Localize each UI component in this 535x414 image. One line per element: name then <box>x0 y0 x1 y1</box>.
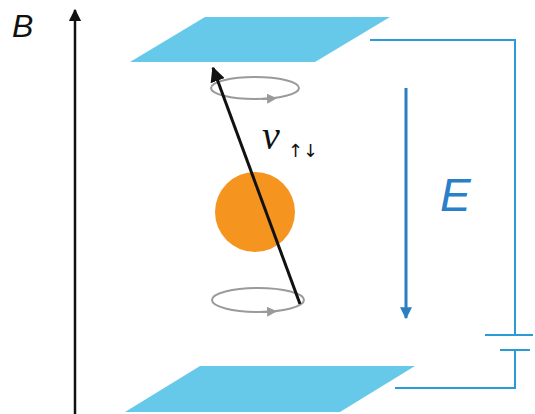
wire <box>395 350 515 388</box>
e-field-arrow <box>405 88 408 318</box>
bottom-plate <box>125 366 415 412</box>
b-axis <box>74 10 77 414</box>
field-label: B <box>12 8 33 45</box>
spin-subscript: ↑↓ <box>288 140 318 161</box>
field-label: E <box>440 168 471 222</box>
wire <box>370 40 515 335</box>
frequency-symbol: ν <box>262 112 280 159</box>
precession-arrow <box>262 98 272 101</box>
precession-arrow <box>262 311 272 314</box>
battery-long-plate <box>485 334 533 336</box>
precession-ellipse <box>212 288 304 312</box>
battery-short-plate <box>500 349 530 351</box>
top-plate <box>130 17 390 62</box>
spin-arrow <box>213 68 300 304</box>
